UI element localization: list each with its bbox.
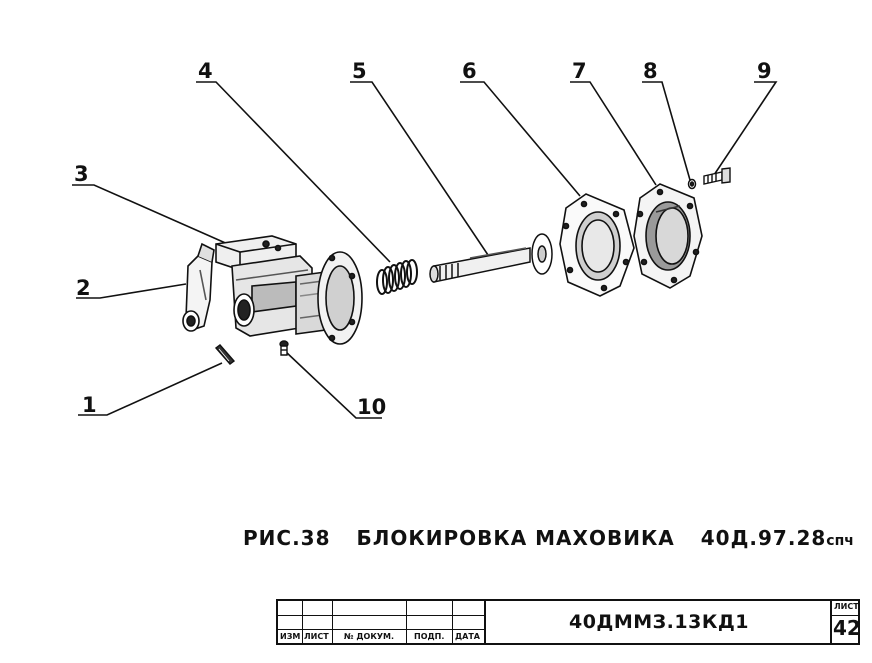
sheet-number: 42	[833, 616, 861, 640]
title-block: ИЗМ ЛИСТ № ДОКУМ. ПОДП. ДАТА 40ДММЗ.13КД…	[276, 599, 861, 645]
grid-row-line	[278, 615, 484, 616]
header-izm: ИЗМ	[280, 632, 301, 641]
callout-8: 8	[643, 59, 658, 83]
callout-10: 10	[357, 395, 386, 419]
callout-7: 7	[572, 59, 587, 83]
part-screw	[279, 340, 289, 356]
leader-8	[642, 81, 691, 181]
sheet-cell: ЛИСТ 42	[830, 601, 861, 643]
document-code: 40ДММЗ.13КД1	[484, 601, 832, 643]
part-shaft	[429, 233, 553, 283]
revision-grid: ИЗМ ЛИСТ № ДОКУМ. ПОДП. ДАТА	[278, 601, 485, 643]
leader-5	[350, 81, 489, 256]
callout-4: 4	[198, 59, 213, 83]
grid-col-dokum	[332, 601, 407, 643]
header-list: ЛИСТ	[304, 632, 329, 641]
leader-7	[570, 81, 657, 186]
callout-9: 9	[757, 59, 772, 83]
header-data: ДАТА	[455, 632, 480, 641]
caption-title: БЛОКИРОВКА МАХОВИКА	[356, 526, 675, 550]
part-housing	[215, 235, 363, 345]
part-lever	[182, 242, 215, 332]
part-bolt	[703, 167, 731, 185]
grid-col-podp	[406, 601, 453, 643]
callout-2: 2	[76, 276, 91, 300]
leader-4	[196, 81, 391, 263]
leader-6	[460, 81, 581, 197]
part-gasket	[559, 193, 635, 297]
leader-lines	[72, 81, 778, 419]
header-n-dokum: № ДОКУМ.	[344, 632, 395, 641]
callout-3: 3	[74, 162, 89, 186]
leader-10	[285, 351, 382, 419]
sheet-label: ЛИСТ	[834, 602, 859, 611]
part-cover	[633, 183, 703, 289]
callout-1: 1	[82, 393, 97, 417]
grid-col-izm	[278, 601, 303, 643]
caption-label: РИС.38	[243, 526, 331, 550]
callout-6: 6	[462, 59, 477, 83]
leader-1	[78, 362, 223, 416]
leader-3	[72, 184, 231, 246]
figure-caption: РИС.38 БЛОКИРОВКА МАХОВИКА 40Д.97.28спч	[243, 526, 872, 550]
leader-9	[713, 81, 778, 176]
sheet-divider	[832, 615, 858, 616]
caption-suffix: спч	[826, 533, 854, 549]
grid-col-list	[302, 601, 333, 643]
part-pin	[214, 344, 236, 365]
part-washer	[687, 178, 697, 190]
caption-code: 40Д.97.28	[700, 526, 827, 550]
header-podp: ПОДП.	[414, 632, 445, 641]
callout-5: 5	[352, 59, 367, 83]
part-spring	[376, 259, 418, 295]
leader-2	[76, 283, 187, 299]
grid-row-line	[278, 629, 484, 630]
